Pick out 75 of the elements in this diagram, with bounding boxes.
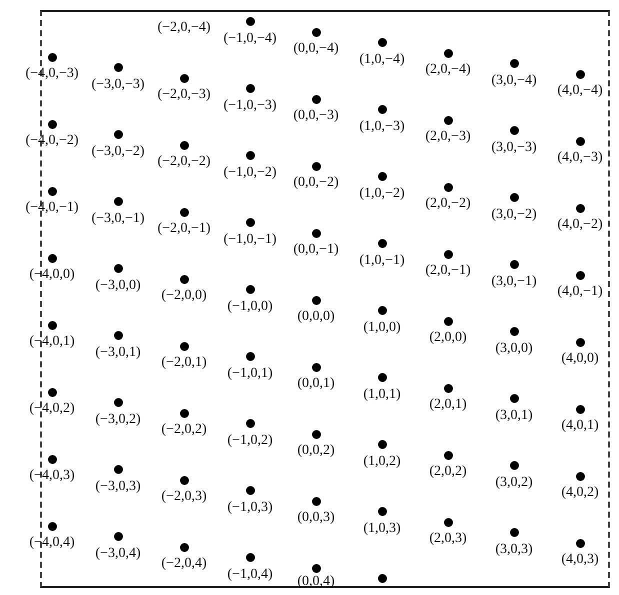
index-label: (−4,0,4): [29, 535, 75, 551]
index-label: (−3,0,3): [95, 478, 141, 494]
index-label: (−2,0,0): [161, 288, 207, 304]
index-label: (3,0,0): [495, 340, 533, 356]
index-label: (−3,0,0): [95, 278, 141, 294]
index-label: (0,0,3): [297, 510, 335, 526]
index-label: (0,0,−1): [293, 242, 339, 258]
index-label: (−3,0,2): [95, 412, 141, 428]
index-label: (−1,0,1): [227, 366, 273, 382]
index-label: (−2,0,−3): [157, 87, 211, 103]
index-label: (−3,0,1): [95, 344, 141, 360]
index-label: (−2,0,−2): [157, 154, 211, 170]
index-label: (4,0,0): [561, 351, 599, 367]
index-label: (3,0,−4): [491, 72, 537, 88]
index-label: (2,0,2): [429, 464, 467, 480]
index-label: (4,0,−3): [557, 150, 603, 166]
index-label: (−1,0,0): [227, 298, 273, 314]
index-label: (4,0,2): [561, 485, 599, 501]
index-label: (0,0,−2): [293, 175, 339, 191]
index-label: (4,0,−2): [557, 217, 603, 233]
index-label: (2,0,−1): [425, 263, 471, 279]
index-label: (0,0,4): [297, 574, 335, 590]
index-label: (−2,0,2): [161, 422, 207, 438]
index-label: (2,0,0): [429, 330, 467, 346]
index-label: (2,0,3): [429, 531, 467, 547]
index-label: (−4,0,−1): [25, 200, 79, 216]
index-label: (1,0,−2): [359, 186, 405, 202]
index-label: (−4,0,−2): [25, 133, 79, 149]
index-label: (−4,0,2): [29, 401, 75, 417]
index-label: (1,0,3): [363, 520, 401, 536]
index-label: (0,0,1): [297, 376, 335, 392]
index-label: (0,0,0): [297, 309, 335, 325]
index-label: (−1,0,−1): [223, 232, 277, 248]
index-label: (−1,0,−2): [223, 164, 277, 180]
index-label: (−3,0,−2): [91, 144, 145, 160]
index-label: (−2,0,3): [161, 489, 207, 505]
index-label: (3,0,3): [495, 542, 533, 558]
index-label: (3,0,−2): [491, 206, 537, 222]
index-label: (−1,0,2): [227, 432, 273, 448]
index-label: (4,0,1): [561, 418, 599, 434]
index-label: (−4,0,3): [29, 468, 75, 484]
index-label: (4,0,3): [561, 552, 599, 568]
index-label: (−3,0,−3): [91, 76, 145, 92]
index-label: (−3,0,−1): [91, 210, 145, 226]
index-label: (−2,0,−4): [157, 20, 211, 36]
index-label: (1,0,−4): [359, 52, 405, 68]
index-label: (0,0,2): [297, 443, 335, 459]
index-label: (−2,0,−1): [157, 221, 211, 237]
index-label: (2,0,−3): [425, 129, 471, 145]
index-label: (0,0,−4): [293, 41, 339, 57]
index-label: (1,0,0): [363, 320, 401, 336]
index-label: (3,0,−3): [491, 140, 537, 156]
index-label: (−2,0,4): [161, 556, 207, 572]
index-label: (0,0,−3): [293, 108, 339, 124]
index-label: (1,0,−3): [359, 118, 405, 134]
index-label: (−1,0,3): [227, 500, 273, 516]
index-label: (−2,0,1): [161, 355, 207, 371]
index-label: (4,0,−4): [557, 83, 603, 99]
index-label: (2,0,−4): [425, 62, 471, 78]
index-label: (−4,0,0): [29, 267, 75, 283]
index-label: (−1,0,−3): [223, 98, 277, 114]
index-label: (2,0,1): [429, 397, 467, 413]
index-label: (1,0,1): [363, 386, 401, 402]
index-label: (−4,0,1): [29, 334, 75, 350]
index-label: (3,0,2): [495, 474, 533, 490]
index-label: (−3,0,4): [95, 546, 141, 562]
index-label: (3,0,1): [495, 408, 533, 424]
index-label: (−1,0,4): [227, 566, 273, 582]
index-label: (1,0,2): [363, 454, 401, 470]
index-label: (4,0,−1): [557, 284, 603, 300]
index-label: (2,0,−2): [425, 196, 471, 212]
index-label: (−4,0,−3): [25, 66, 79, 82]
index-label: (3,0,−1): [491, 274, 537, 290]
index-label: (−1,0,−4): [223, 30, 277, 46]
index-label: (1,0,−1): [359, 252, 405, 268]
